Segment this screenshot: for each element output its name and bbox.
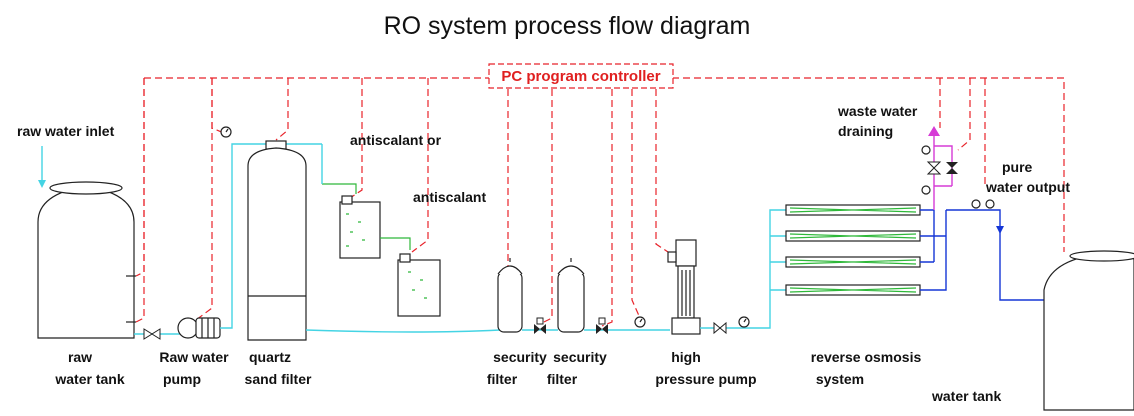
diagram-title: RO system process flow diagram (384, 12, 751, 40)
pressure-gauge-icons-waste (921, 145, 931, 195)
water-tank-label: water tank (931, 388, 1001, 404)
hp-pump-label-2: pressure pump (655, 371, 756, 387)
pressure-gauge-icon-3 (738, 316, 750, 328)
raw-tank-label-1: raw (68, 349, 92, 365)
pure-water-output-line (946, 199, 1046, 301)
control-lines (135, 77, 1065, 327)
raw-water-tank (37, 181, 136, 339)
ro-label-2: system (816, 371, 864, 387)
controller-label: PC program controller (501, 68, 660, 85)
raw-tank-label-2: water tank (54, 371, 124, 387)
ro-label-1: reverse osmosis (811, 349, 922, 365)
security-filter-1 (497, 258, 523, 333)
pressure-gauge-icon (220, 126, 232, 138)
raw-pump-label-2: pump (163, 371, 201, 387)
raw-water-pump-icon (177, 317, 221, 339)
labels: raw water inlet antiscalant or antiscala… (17, 103, 1070, 404)
antiscalant-dosing-tank-1 (322, 183, 381, 259)
pure-water-tank (1043, 250, 1134, 411)
raw-water-inlet-arrow (38, 146, 46, 188)
quartz-sand-filter (247, 140, 307, 341)
antiscalant-or-label: antiscalant or (350, 132, 442, 148)
quartz-label-1: quartz (249, 349, 291, 365)
antiscalant-label: antiscalant (413, 189, 486, 205)
raw-water-inlet-label: raw water inlet (17, 123, 115, 139)
waste-water-line (926, 126, 958, 210)
tank-outlet-valve-icon (143, 328, 161, 340)
pressure-gauge-icon-2 (634, 316, 646, 328)
pure-water-label-2: water output (985, 179, 1070, 195)
hp-pump-label-1: high (671, 349, 701, 365)
antiscalant-dosing-tank-2 (380, 237, 441, 317)
waste-water-label-1: waste water (837, 103, 918, 119)
valve-icon-3 (713, 321, 727, 335)
security-filter-1-label-2: filter (487, 371, 518, 387)
pc-program-controller: PC program controller (488, 63, 674, 89)
security-filter-2 (557, 258, 585, 333)
quartz-label-2: sand filter (245, 371, 312, 387)
valve-icon-2 (596, 317, 608, 334)
reverse-osmosis-membranes (770, 204, 947, 296)
pure-water-label-1: pure (1002, 159, 1033, 175)
high-pressure-pump-icon (667, 239, 701, 335)
raw-pump-label-1: Raw water (159, 349, 229, 365)
security-filter-2-label-2: filter (547, 371, 578, 387)
valve-icon-1 (534, 317, 546, 334)
security-filter-1-label-1: security (493, 349, 547, 365)
security-filter-2-label-1: security (553, 349, 607, 365)
waste-water-label-2: draining (838, 123, 893, 139)
